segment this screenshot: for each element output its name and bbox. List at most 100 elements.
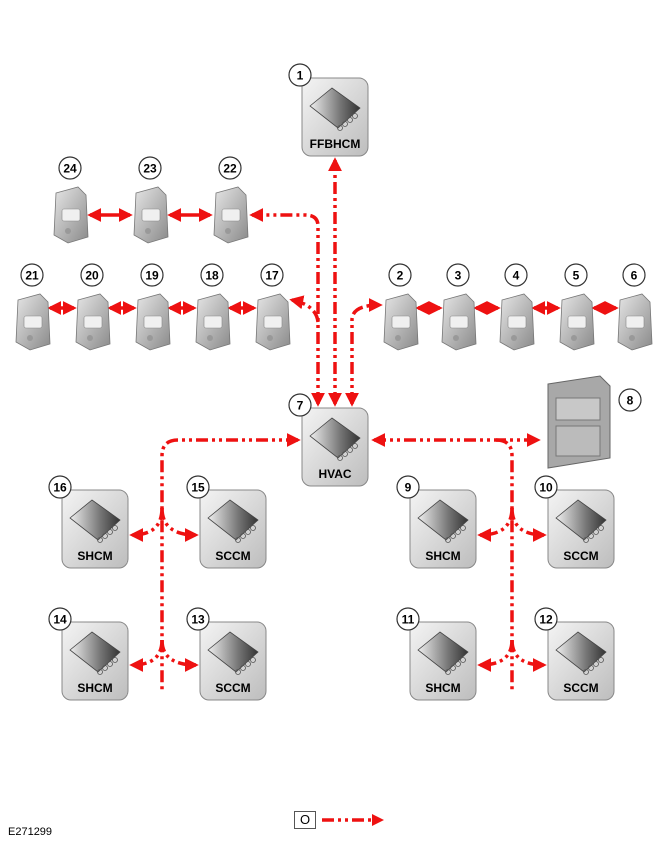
actuator-3[interactable]: 3 (441, 263, 477, 351)
module-sccm-10[interactable]: SCCM 10 (534, 475, 615, 569)
callout-number: 19 (145, 269, 159, 283)
actuator-4[interactable]: 4 (499, 263, 535, 351)
callout-circle (48, 607, 72, 631)
module-chip-icon (555, 499, 607, 543)
actuator-20[interactable]: 20 (75, 263, 111, 351)
actuator-24[interactable]: 24 (53, 156, 89, 244)
callout-number: 8 (627, 394, 634, 408)
link-hvac-actuator-22 (249, 208, 325, 407)
callout-circle (48, 475, 72, 499)
callout-number: 15 (191, 481, 205, 495)
actuator-motor-icon (135, 293, 171, 351)
module-label: SCCM (563, 549, 598, 563)
actuator-motor-icon (15, 293, 51, 351)
module-shcm-14[interactable]: SHCM 14 (48, 607, 129, 701)
actuator-links (47, 208, 619, 315)
actuator-22[interactable]: 22 (213, 156, 249, 244)
actuator-motor-icon (559, 293, 595, 351)
branch-15 (160, 507, 199, 542)
module-chip-icon (69, 499, 121, 543)
callout-number: 10 (539, 481, 553, 495)
callout-circle (564, 263, 588, 287)
callout-circle (80, 263, 104, 287)
callout-circle (260, 263, 284, 287)
link-hvac-left-bus (160, 433, 301, 690)
actuator-6[interactable]: 6 (617, 263, 653, 351)
actuator-motor-icon (499, 293, 535, 351)
module-label: FFBHCM (310, 137, 361, 151)
callout-circle (20, 263, 44, 287)
callout-circle (200, 263, 224, 287)
callout-number: 18 (205, 269, 219, 283)
module-chip-icon (555, 631, 607, 675)
callout-circle (288, 63, 312, 87)
callout-number: 24 (63, 162, 77, 176)
callout-number: 7 (297, 399, 304, 413)
module-sccm-15[interactable]: SCCM 15 (186, 475, 267, 569)
actuator-21[interactable]: 21 (15, 263, 51, 351)
callout-circle (288, 393, 312, 417)
actuator-18[interactable]: 18 (195, 263, 231, 351)
callout-circle (534, 475, 558, 499)
actuator-2[interactable]: 2 (383, 263, 419, 351)
callout-circle (446, 263, 470, 287)
legend-code: O (294, 811, 316, 829)
callout-number: 22 (223, 162, 237, 176)
module-shcm-11[interactable]: SHCM 11 (396, 607, 477, 701)
module-ffbhcm-1[interactable]: FFBHCM 1 (288, 63, 369, 157)
callout-number: 11 (402, 613, 415, 627)
callout-number: 3 (455, 269, 462, 283)
module-chip-icon (309, 87, 361, 131)
callout-number: 20 (85, 269, 99, 283)
callout-number: 4 (513, 269, 520, 283)
link-hvac-actuator-2 (345, 298, 383, 407)
callout-number: 1 (297, 69, 304, 83)
actuator-23[interactable]: 23 (133, 156, 169, 244)
module-chip-icon (417, 631, 469, 675)
callout-circle (396, 475, 420, 499)
callout-number: 12 (539, 613, 553, 627)
module-sccm-12[interactable]: SCCM 12 (534, 607, 615, 701)
callout-circle (140, 263, 164, 287)
callout-circle (534, 607, 558, 631)
actuator-motor-icon (213, 186, 249, 244)
module-label: SCCM (563, 681, 598, 695)
callout-circle (186, 475, 210, 499)
module-label: SCCM (215, 549, 250, 563)
callout-circle (622, 263, 646, 287)
link-hvac-actuator-17 (289, 295, 320, 323)
actuator-motor-icon (195, 293, 231, 351)
branch-12 (510, 639, 547, 672)
callout-number: 21 (25, 269, 39, 283)
callout-number: 2 (397, 269, 404, 283)
callout-circle (186, 607, 210, 631)
callout-circle (138, 156, 162, 180)
module-label: SHCM (77, 681, 112, 695)
callout-circle (58, 156, 82, 180)
branch-10 (510, 507, 547, 542)
callout-circle (396, 607, 420, 631)
actuator-5[interactable]: 5 (559, 263, 595, 351)
module-chip-icon (69, 631, 121, 675)
actuator-motor-icon (75, 293, 111, 351)
branch-16 (129, 507, 164, 542)
module-chip-icon (309, 417, 361, 461)
callout-number: 9 (405, 481, 412, 495)
module-chip-icon (207, 631, 259, 675)
callout-number: 14 (53, 613, 67, 627)
network-lines (129, 157, 547, 690)
actuator-19[interactable]: 19 (135, 263, 171, 351)
module-label: SHCM (425, 681, 460, 695)
callout-circle (388, 263, 412, 287)
display-unit-8[interactable]: 8 (547, 375, 642, 469)
actuator-17[interactable]: 17 (255, 263, 291, 351)
actuator-motor-icon (133, 186, 169, 244)
actuator-motor-icon (383, 293, 419, 351)
branch-9 (477, 507, 514, 542)
module-chip-icon (417, 499, 469, 543)
callout-circle (618, 388, 642, 412)
